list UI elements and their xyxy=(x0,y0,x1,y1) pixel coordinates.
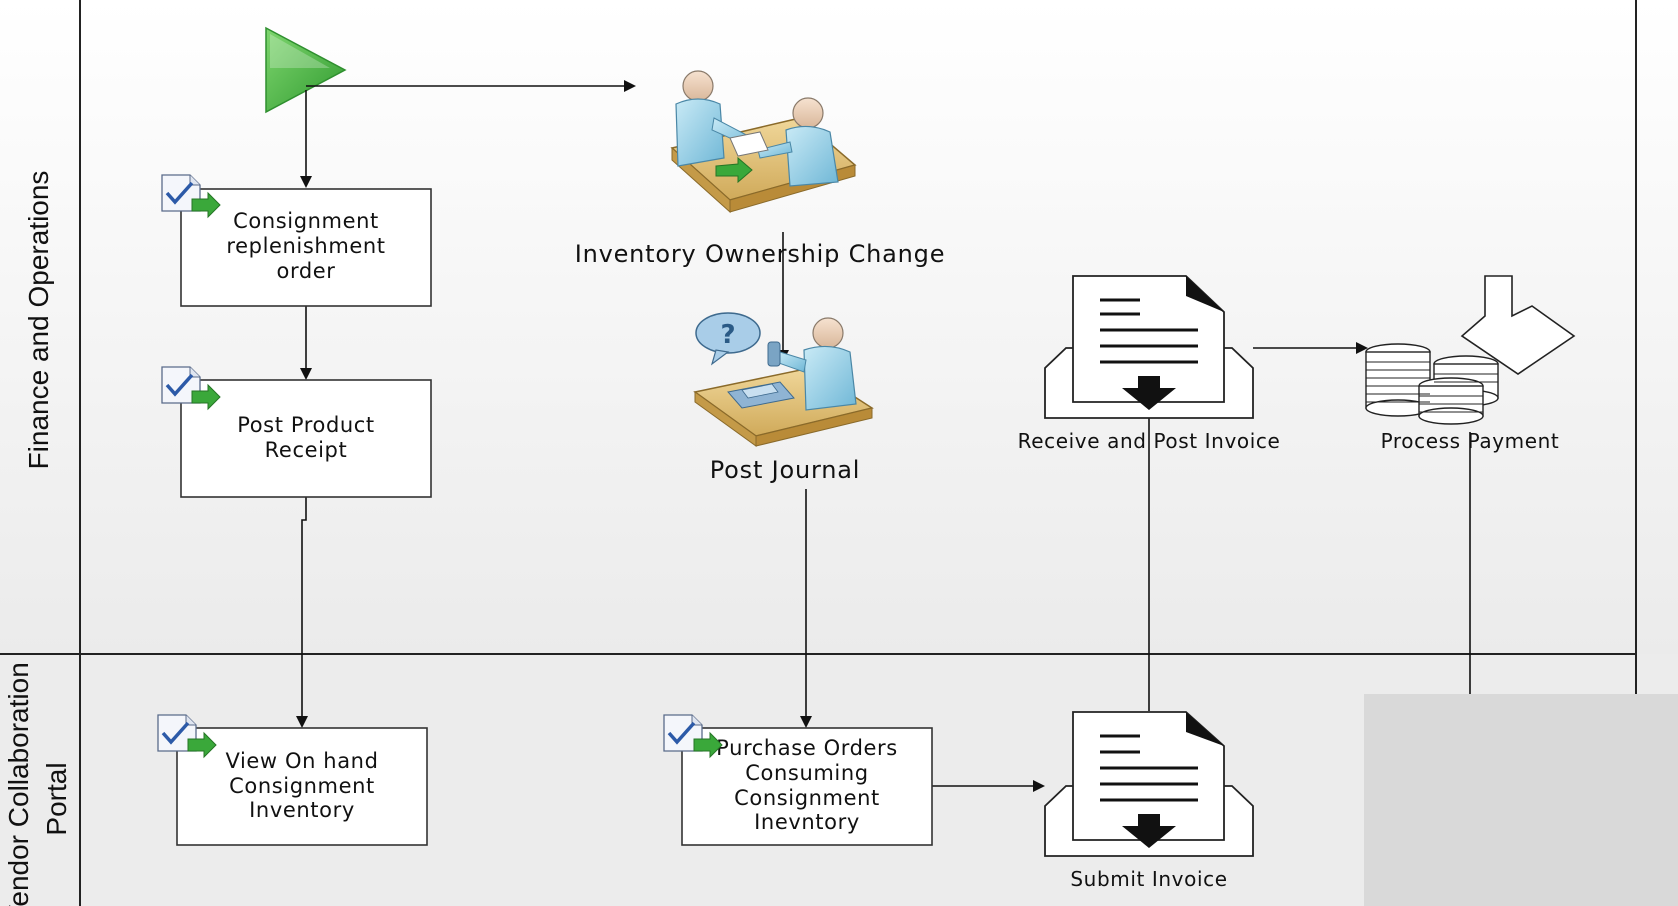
receipt-line-1: Post Product xyxy=(237,413,375,437)
journal-desk-icon[interactable]: ? xyxy=(693,312,874,447)
submit-invoice-label: Submit Invoice xyxy=(1070,867,1227,891)
consignment-line-1: Consignment xyxy=(233,209,379,233)
purchase-line-1: Purchase Orders xyxy=(716,736,898,760)
lane-label-finance: Finance and Operations xyxy=(23,171,54,470)
people-handshake-icon[interactable] xyxy=(670,70,857,214)
consignment-line-2: replenishment xyxy=(226,234,385,258)
receipt-line-2: Receipt xyxy=(265,438,348,462)
lane-label-vendor-line1: Vendor Collaboration xyxy=(3,662,34,906)
down-arrow-outline-icon xyxy=(1460,275,1576,375)
connectors xyxy=(296,80,1471,792)
svg-text:?: ? xyxy=(720,320,735,350)
onhand-line-3: Inventory xyxy=(249,798,355,822)
task-check-icon xyxy=(161,366,221,411)
onhand-line-2: Consignment xyxy=(229,774,375,798)
receive-invoice-label: Receive and Post Invoice xyxy=(1018,429,1281,453)
invoice-tray-icon[interactable] xyxy=(1044,711,1254,857)
task-check-icon xyxy=(161,174,221,219)
task-consignment-replenishment[interactable]: Consignment replenishment order xyxy=(180,188,432,307)
purchase-line-4: Inevntory xyxy=(754,810,860,834)
purchase-line-2: Consuming xyxy=(745,761,868,785)
consignment-line-3: order xyxy=(277,259,336,283)
task-view-onhand-inventory[interactable]: View On hand Consignment Inventory xyxy=(176,727,428,846)
onhand-line-1: View On hand xyxy=(225,749,378,773)
lane-label-vendor-line2: Portal xyxy=(41,762,72,835)
task-check-icon xyxy=(663,714,723,759)
ownership-label: Inventory Ownership Change xyxy=(575,240,946,268)
start-triangle-icon[interactable] xyxy=(265,26,347,114)
task-purchase-orders-consuming[interactable]: Purchase Orders Consuming Consignment In… xyxy=(681,727,933,846)
purchase-line-3: Consignment xyxy=(734,786,880,810)
process-payment-label: Process Payment xyxy=(1381,429,1560,453)
task-check-icon xyxy=(157,714,217,759)
coins-stack-icon[interactable] xyxy=(1365,343,1499,425)
arrow-receipt-to-onhand xyxy=(296,497,308,728)
task-post-product-receipt[interactable]: Post Product Receipt xyxy=(180,379,432,498)
journal-label: Post Journal xyxy=(710,456,860,484)
invoice-tray-icon[interactable] xyxy=(1044,275,1254,419)
overlay-panel xyxy=(1364,694,1678,906)
